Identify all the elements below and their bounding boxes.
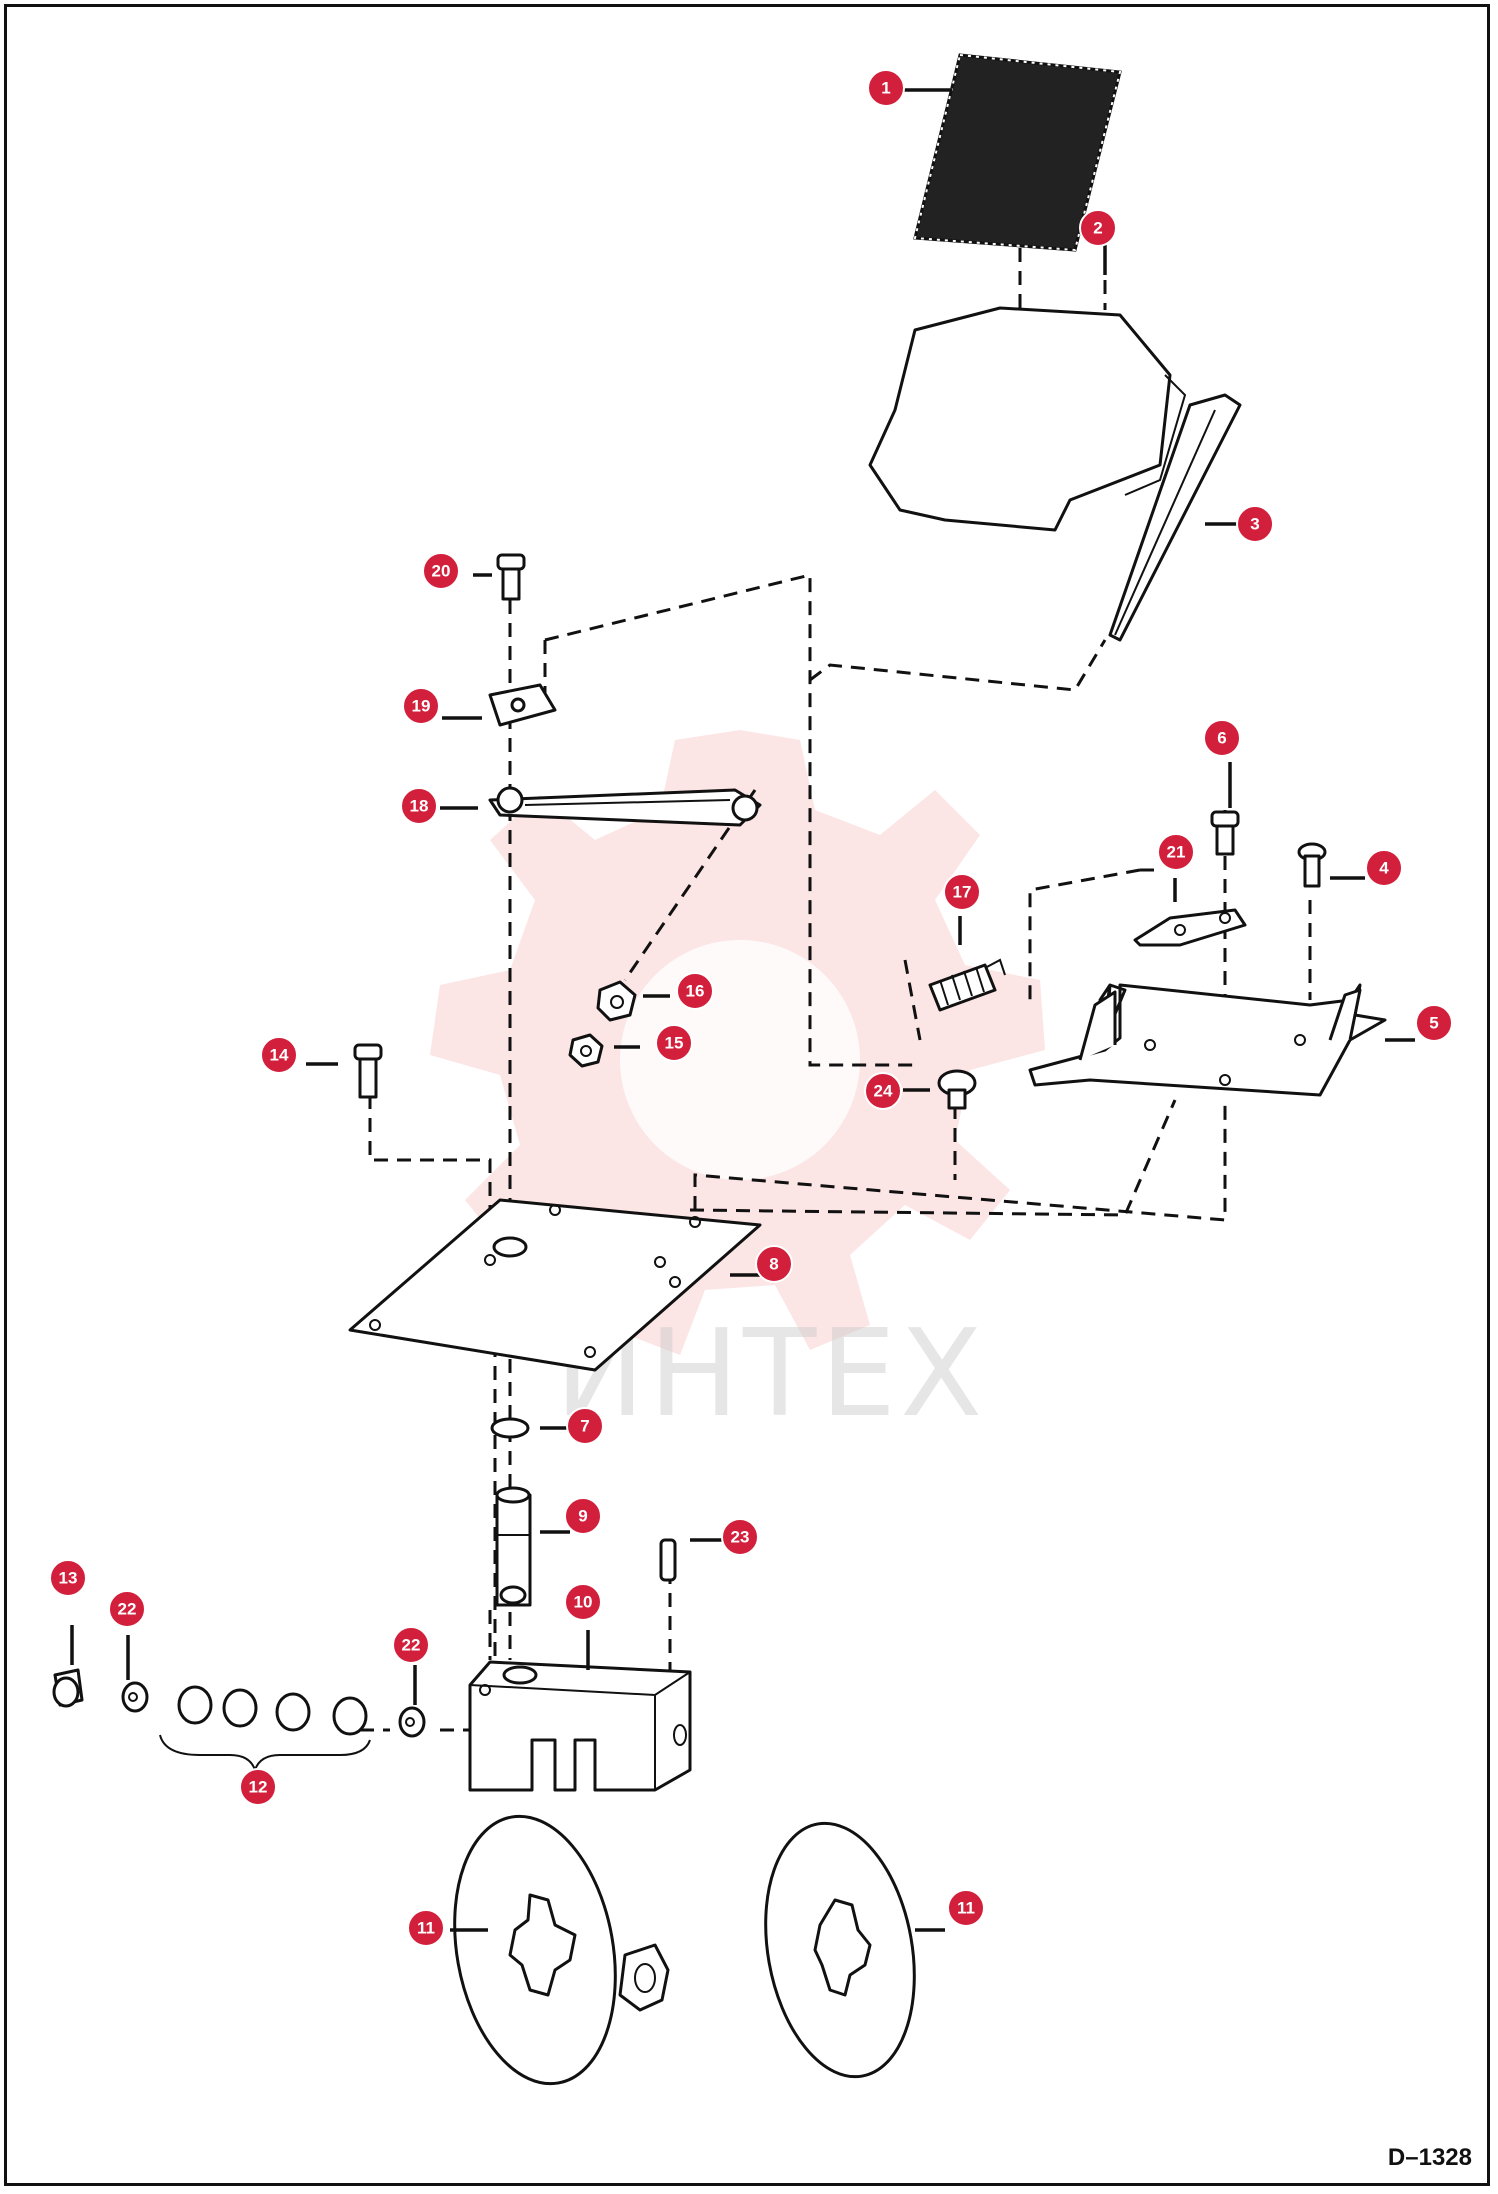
svg-text:4: 4	[1379, 859, 1389, 878]
svg-text:20: 20	[432, 562, 451, 581]
svg-text:1: 1	[881, 79, 890, 98]
part-disc-11-left	[453, 1814, 670, 2086]
part-screw-4	[1297, 842, 1327, 888]
part-pin-23	[659, 1538, 677, 1582]
part-rollers-12	[159, 1685, 371, 1774]
part-bolt-14	[353, 1043, 383, 1099]
svg-text:14: 14	[270, 1046, 289, 1065]
svg-text:11: 11	[957, 1899, 975, 1918]
svg-text:13: 13	[59, 1569, 78, 1588]
part-link-plate-19	[488, 683, 557, 727]
assembly-lines	[360, 225, 1312, 1732]
callout-24: 24	[864, 1072, 902, 1110]
svg-text:11: 11	[417, 1919, 435, 1938]
part-nut-16	[596, 980, 637, 1022]
callout-22-left: 22	[108, 1590, 146, 1628]
svg-text:17: 17	[953, 883, 972, 902]
part-bracket-21	[1133, 908, 1247, 947]
svg-text:5: 5	[1429, 1014, 1438, 1033]
callout-6: 6	[1203, 719, 1241, 757]
svg-text:18: 18	[410, 797, 429, 816]
part-nut-15	[568, 1033, 604, 1068]
svg-text:9: 9	[578, 1507, 587, 1526]
svg-text:10: 10	[574, 1593, 593, 1612]
callout-16: 16	[676, 972, 714, 1010]
callout-11-left: 11	[407, 1909, 445, 1947]
svg-text:16: 16	[686, 982, 705, 1001]
callout-5: 5	[1415, 1004, 1453, 1042]
part-block-10	[468, 1660, 692, 1792]
svg-text:22: 22	[402, 1636, 421, 1655]
part-pedal-plate	[868, 306, 1187, 532]
part-bushing-22-left	[121, 1681, 149, 1713]
callout-4: 4	[1365, 849, 1403, 887]
callout-18: 18	[400, 787, 438, 825]
part-base-plate-8	[348, 1198, 762, 1372]
callout-10: 10	[564, 1583, 602, 1621]
callout-3: 3	[1236, 505, 1274, 543]
part-bolt-20	[496, 553, 526, 601]
part-disc-11-right	[764, 1821, 916, 2079]
svg-text:23: 23	[731, 1528, 750, 1547]
callout-11-right: 11	[947, 1889, 985, 1927]
leader-lines	[70, 88, 1415, 1932]
callout-21: 21	[1157, 833, 1195, 871]
svg-text:2: 2	[1093, 219, 1102, 238]
callout-23: 23	[721, 1518, 759, 1556]
part-spring-17	[928, 958, 1006, 1012]
part-control-rod	[1108, 393, 1242, 642]
part-linkage-arm-18	[488, 786, 762, 827]
part-bolt-6	[1210, 810, 1240, 856]
watermark-logo: ИНТЕХ	[430, 730, 1045, 1444]
svg-text:19: 19	[412, 697, 431, 716]
callout-12: 12	[239, 1768, 277, 1806]
callout-19: 19	[402, 687, 440, 725]
svg-text:6: 6	[1217, 729, 1226, 748]
callout-22-right: 22	[392, 1626, 430, 1664]
svg-text:7: 7	[580, 1417, 589, 1436]
part-pedal-pad	[913, 53, 1122, 252]
svg-text:15: 15	[665, 1034, 684, 1053]
part-knob-24	[937, 1069, 977, 1110]
svg-text:3: 3	[1250, 515, 1259, 534]
callout-20: 20	[422, 552, 460, 590]
callout-1: 1	[867, 69, 905, 107]
svg-text:8: 8	[769, 1255, 778, 1274]
diagram-frame	[4, 4, 1490, 2186]
callout-9: 9	[564, 1497, 602, 1535]
callout-8: 8	[755, 1245, 793, 1283]
part-cap-13	[52, 1668, 84, 1708]
part-shaft-9	[495, 1486, 532, 1607]
part-ring-7	[490, 1417, 530, 1439]
callout-2: 2	[1079, 209, 1117, 247]
svg-text:12: 12	[249, 1778, 268, 1797]
callout-14: 14	[260, 1036, 298, 1074]
callout-13: 13	[49, 1559, 87, 1597]
callout-15: 15	[655, 1024, 693, 1062]
drawing-code: D–1328	[1387, 2144, 1472, 2171]
callout-7: 7	[566, 1407, 604, 1445]
svg-text:24: 24	[874, 1082, 893, 1101]
svg-text:21: 21	[1167, 843, 1186, 862]
svg-text:22: 22	[118, 1600, 137, 1619]
part-mounting-plate-5	[1028, 983, 1387, 1097]
callout-17: 17	[943, 873, 981, 911]
part-bushing-22-right	[398, 1706, 426, 1738]
